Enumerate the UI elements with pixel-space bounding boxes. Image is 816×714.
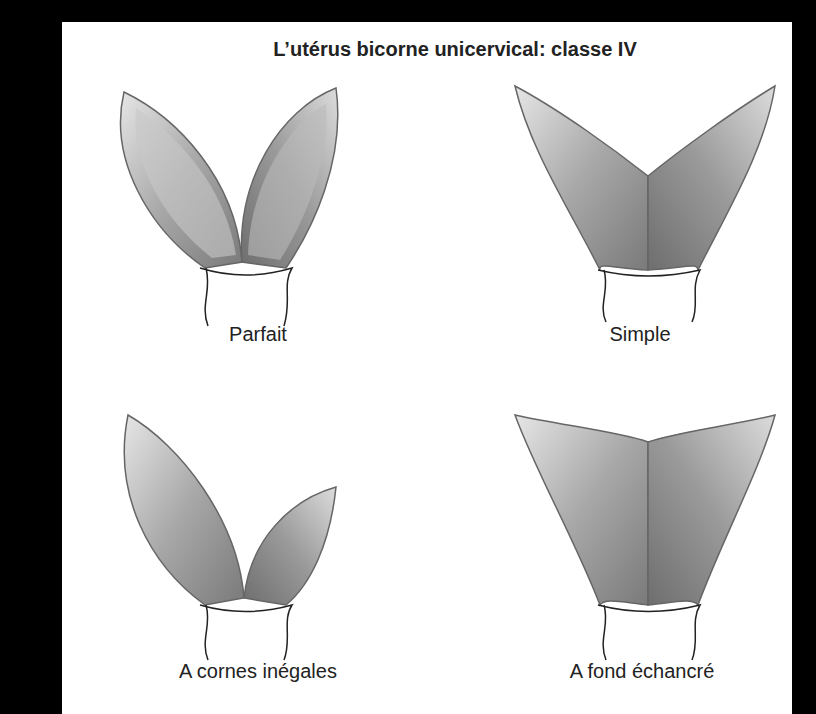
- figure-title: L’utérus bicorne unicervical: classe IV: [273, 38, 637, 61]
- variant-label: Parfait: [229, 323, 287, 346]
- variant-label: A cornes inégales: [179, 660, 337, 683]
- variant-label: A fond échancré: [570, 660, 715, 683]
- variant-label: Simple: [609, 323, 670, 346]
